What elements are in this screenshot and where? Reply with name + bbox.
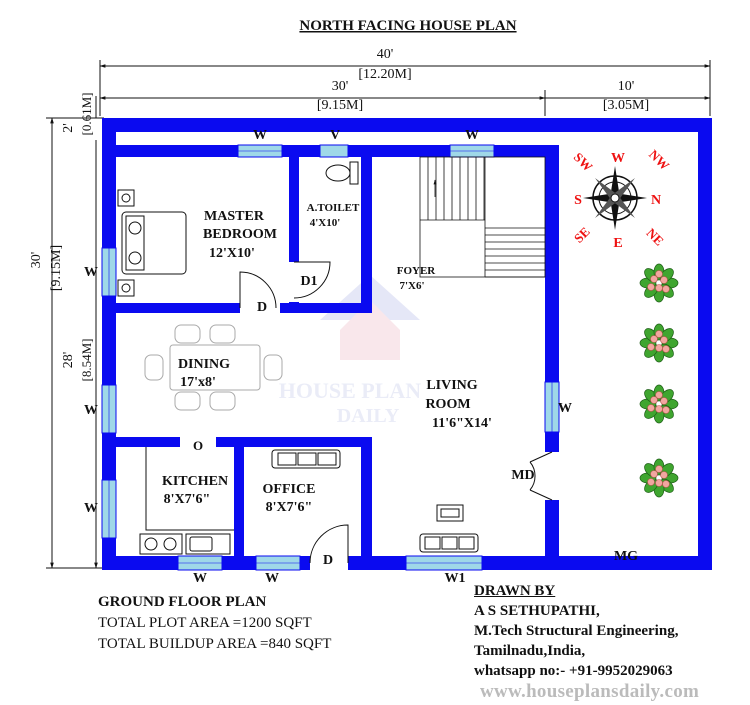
website-link[interactable]: www.houseplansdaily.com xyxy=(480,681,700,702)
toilet-fixture xyxy=(325,161,359,185)
office-name: OFFICE xyxy=(263,482,316,497)
watermark-line1: HOUSE PLAN xyxy=(279,378,422,403)
foyer-name: FOYER xyxy=(397,265,437,277)
label-w-right-living: W xyxy=(558,401,572,416)
compass-se: SE xyxy=(571,224,593,246)
living-name1: LIVING xyxy=(426,378,477,393)
drawn-by: DRAWN BY xyxy=(474,583,556,599)
label-w-top-foyer: W xyxy=(465,128,479,143)
watermark-line2: DAILY xyxy=(337,405,400,427)
plan-title: NORTH FACING HOUSE PLAN xyxy=(299,18,516,34)
house-width-ft: 30' xyxy=(332,79,349,94)
top-dimensions xyxy=(99,60,711,116)
author-location: Tamilnadu,India, xyxy=(474,643,586,659)
master-bedroom-name1: MASTER xyxy=(204,209,265,224)
staircase xyxy=(419,156,546,278)
dining-table xyxy=(144,324,283,411)
label-w-left-bedroom: W xyxy=(84,265,98,280)
label-w1-living: W1 xyxy=(445,571,466,586)
side-width-ft: 10' xyxy=(618,79,635,94)
side-width-m: [3.05M] xyxy=(603,98,649,113)
dining-size: 17'x8' xyxy=(180,375,216,390)
plan-name: GROUND FLOOR PLAN xyxy=(98,594,267,610)
compass-nw: NW xyxy=(646,147,672,173)
label-d-bedroom: D xyxy=(257,300,267,315)
label-w-bottom-kitchen: W xyxy=(193,571,207,586)
plot-area: TOTAL PLOT AREA =1200 SQFT xyxy=(98,615,312,631)
compass-e: E xyxy=(613,236,622,251)
total-depth-ft: 30' xyxy=(29,252,44,269)
label-w-left-kitchen: W xyxy=(84,501,98,516)
total-width-ft: 40' xyxy=(377,47,394,62)
author-block: DRAWN BY A S SETHUPATHI, M.Tech Structur… xyxy=(474,581,678,681)
compass-ne: NE xyxy=(643,225,666,248)
plant-1 xyxy=(639,263,679,303)
compass-rose xyxy=(583,166,647,230)
compass-sw: SW xyxy=(571,149,596,174)
dining-name: DINING xyxy=(178,357,230,372)
front-depth-m: [0.61M] xyxy=(79,93,94,136)
author-contact: whatsapp no:- +91-9952029063 xyxy=(474,663,673,679)
total-depth-m: [9.15M] xyxy=(49,245,64,291)
doors xyxy=(180,261,559,570)
ventilator-toilet xyxy=(319,144,349,158)
author-qualification: M.Tech Structural Engineering, xyxy=(474,623,679,639)
compass-w: W xyxy=(611,151,625,166)
master-bedroom-name2: BEDROOM xyxy=(203,227,277,242)
main-depth-ft: 28' xyxy=(61,352,76,369)
label-d1-toilet: D1 xyxy=(300,274,317,289)
total-width-m: [12.20M] xyxy=(358,67,411,82)
office-size: 8'X7'6" xyxy=(266,500,313,515)
plan-notes: GROUND FLOOR PLAN TOTAL PLOT AREA =1200 … xyxy=(98,592,331,655)
house-width-m: [9.15M] xyxy=(317,98,363,113)
left-dimensions xyxy=(46,96,104,569)
foyer-size: 7'X6' xyxy=(399,280,424,292)
living-name2: ROOM xyxy=(425,397,470,412)
toilet-name: A.TOILET xyxy=(307,202,360,214)
author-name: A S SETHUPATHI, xyxy=(474,603,600,619)
window-panes xyxy=(108,150,553,564)
label-w-bottom-office: W xyxy=(265,571,279,586)
living-size: 11'6"X14' xyxy=(432,416,492,431)
toilet-size: 4'X10' xyxy=(310,217,341,229)
label-w-left-dining: W xyxy=(84,403,98,418)
label-o-kitchen: O xyxy=(193,438,203,453)
master-bedroom-size: 12'X10' xyxy=(209,246,255,261)
main-depth-m: [8.54M] xyxy=(79,339,94,382)
kitchen-size: 8'X7'6" xyxy=(164,492,211,507)
kitchen-counter xyxy=(139,447,234,555)
front-depth-ft: 2' xyxy=(61,123,76,133)
plant-4 xyxy=(639,458,679,498)
label-md: MD xyxy=(511,468,534,483)
plant-2 xyxy=(639,323,679,363)
buildup-area: TOTAL BUILDUP AREA =840 SQFT xyxy=(98,636,332,652)
label-v-toilet: V xyxy=(330,128,340,143)
kitchen-name: KITCHEN xyxy=(162,474,228,489)
office-sofa xyxy=(271,449,341,469)
label-d-office: D xyxy=(323,553,333,568)
living-sofa xyxy=(419,504,479,553)
plant-3 xyxy=(639,384,679,424)
label-w-top-bedroom: W xyxy=(253,128,267,143)
garden-plants xyxy=(639,263,679,498)
compass-s: S xyxy=(574,193,582,208)
label-mg: MG xyxy=(614,549,638,564)
compass-n: N xyxy=(651,193,661,208)
bed xyxy=(117,189,187,297)
